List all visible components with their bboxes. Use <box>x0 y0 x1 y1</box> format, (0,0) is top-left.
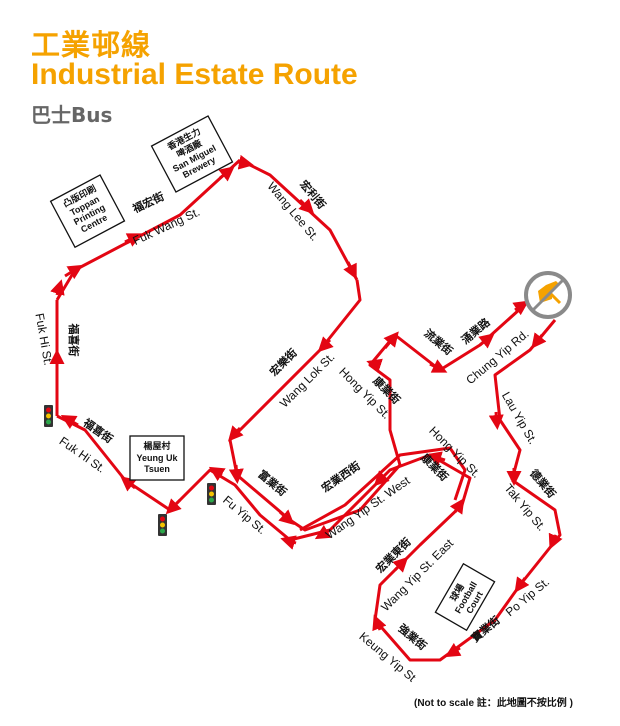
arrow <box>372 614 387 632</box>
arrow <box>228 425 244 442</box>
arrow <box>392 556 409 573</box>
scale-note: (Not to scale 註：此地圖不按比例 ) <box>414 696 573 709</box>
landmark-yeung-uk: 楊屋村 Yeung Uk Tsuen <box>129 435 185 481</box>
svg-text:Yeung Uk: Yeung Uk <box>136 453 178 463</box>
page-subtitle: 巴士Bus <box>31 103 113 127</box>
arrow <box>60 414 79 430</box>
arrow <box>343 261 357 280</box>
street-label-wang-lee-zh: 宏利街 <box>297 177 329 211</box>
street-label-fuk-hi-en: Fuk Hi St. <box>32 312 55 366</box>
street-label-fuk-wang-zh: 福宏街 <box>129 189 166 216</box>
landmark-football-court: 球場 Football Court <box>434 562 496 632</box>
traffic-light-icon <box>158 514 167 536</box>
route-segment-fu-yip <box>56 414 291 542</box>
arrow <box>228 464 244 484</box>
page-title-en: Industrial Estate Route <box>31 58 358 91</box>
landmark-toppan: 凸版印刷 Toppan Printing Centre <box>49 174 126 249</box>
arrow <box>548 532 563 550</box>
arrow <box>165 498 182 515</box>
arrow <box>366 358 383 373</box>
traffic-light-icon <box>207 483 216 505</box>
street-label-chung-yip-zh: 涌業路 <box>458 314 493 347</box>
arrow <box>208 466 226 482</box>
street-label-fuk-hi-zh: 福喜街 <box>67 323 81 357</box>
arrow <box>218 166 235 182</box>
traffic-light-icon <box>44 405 53 427</box>
arrow <box>124 233 143 247</box>
arrow <box>314 524 332 540</box>
arrow <box>426 451 446 466</box>
route-segment-wang-yip-west <box>299 446 467 532</box>
arrow <box>280 535 297 550</box>
street-label-wang-yip-east-zh: 宏業東街 <box>373 535 414 576</box>
arrow <box>237 154 254 170</box>
arrow <box>278 509 295 526</box>
arrow <box>50 279 65 296</box>
arrow <box>64 264 84 280</box>
arrow <box>478 333 495 349</box>
arrow <box>531 332 547 349</box>
street-label-lau-yip-upper-zh: 流業街 <box>421 326 455 358</box>
arrow <box>449 498 465 515</box>
street-label-lau-yip-en: Lau Yip St. <box>499 389 540 446</box>
arrow <box>373 470 390 487</box>
svg-text:Tsuen: Tsuen <box>144 464 170 474</box>
arrow <box>383 331 399 349</box>
arrow <box>514 576 530 593</box>
svg-text:楊屋村: 楊屋村 <box>143 440 170 452</box>
route-segment-lau-yip-upper <box>394 298 532 372</box>
arrow <box>317 336 334 353</box>
arrow <box>444 642 462 658</box>
route-arrows <box>49 154 563 658</box>
route-end-icon <box>524 271 572 319</box>
street-label-wang-yip-west-zh: 宏業西街 <box>319 458 363 495</box>
arrow <box>120 476 137 492</box>
route-segment-tak-yip <box>289 453 562 662</box>
arrow <box>298 198 315 215</box>
page-title-zh: 工業邨線 <box>31 28 152 62</box>
arrow <box>429 359 448 373</box>
arrow <box>488 411 504 430</box>
landmark-san-miguel: 香港生力 啤酒廠 San Miguel Brewery <box>150 115 234 193</box>
arrow <box>512 300 529 316</box>
